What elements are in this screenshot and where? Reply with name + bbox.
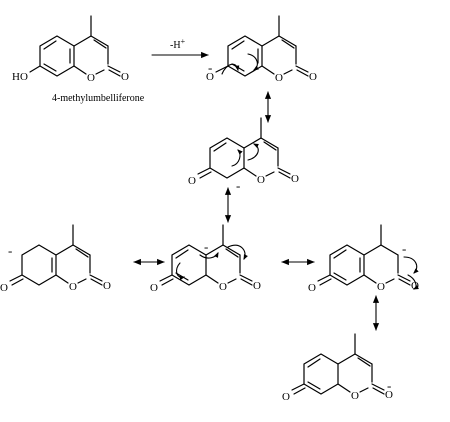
- carbonyl-oxygen-label: O: [121, 71, 129, 83]
- structure-resonance-5: O - O O: [0, 224, 111, 294]
- electron-push-arrow: [247, 53, 259, 71]
- electron-push-arrow: [403, 256, 419, 274]
- ring-oxygen-label: O: [351, 390, 359, 402]
- keto-oxygen-label: O: [282, 391, 290, 403]
- negative-charge: -: [8, 243, 12, 258]
- negative-charge: -: [236, 178, 240, 193]
- structure-phenoxide: O - O O: [206, 15, 317, 84]
- electron-push-arrow: [247, 143, 259, 161]
- negative-charge: -: [387, 378, 391, 393]
- electron-push-arrow: [175, 262, 186, 281]
- ring-oxygen-label: O: [219, 281, 227, 293]
- electron-push-arrow: [199, 252, 219, 259]
- keto-oxygen-label: O: [188, 175, 196, 187]
- ring-oxygen-label: O: [377, 281, 385, 293]
- keto-oxygen-label: O: [150, 282, 158, 294]
- enolate-oxygen-label: O: [385, 389, 393, 401]
- hydroxyl-label: HO: [12, 71, 28, 83]
- structure-resonance-6: O - O O: [308, 224, 419, 294]
- electron-push-arrow: [221, 63, 240, 75]
- electron-push-arrow: [231, 149, 243, 167]
- negative-charge: -: [208, 60, 212, 75]
- deprotonation-label: -H+: [170, 37, 186, 51]
- phenoxide-oxygen-label: O: [206, 71, 214, 83]
- carbonyl-oxygen-label: O: [309, 71, 317, 83]
- carbonyl-oxygen-label: O: [253, 280, 261, 292]
- keto-oxygen-label: O: [0, 282, 8, 294]
- ring-oxygen-label: O: [69, 281, 77, 293]
- structure-resonance-4: O - O O: [150, 224, 261, 294]
- ring-oxygen-label: O: [257, 174, 265, 186]
- carbonyl-oxygen-label: O: [103, 280, 111, 292]
- ring-oxygen-label: O: [275, 72, 283, 84]
- electron-push-arrow: [407, 274, 419, 290]
- structure-resonance-7: O O O -: [282, 333, 393, 403]
- electron-push-arrow: [227, 244, 248, 260]
- structure-resonance-3: O - O O: [188, 117, 299, 193]
- ring-oxygen-label: O: [87, 72, 95, 84]
- keto-oxygen-label: O: [308, 282, 316, 294]
- negative-charge: -: [204, 239, 208, 254]
- structure-4-methylumbelliferone: HO O O: [12, 15, 129, 84]
- carbonyl-oxygen-label: O: [291, 173, 299, 185]
- compound-name-label: 4-methylumbelliferone: [52, 93, 145, 104]
- negative-charge: -: [402, 241, 406, 256]
